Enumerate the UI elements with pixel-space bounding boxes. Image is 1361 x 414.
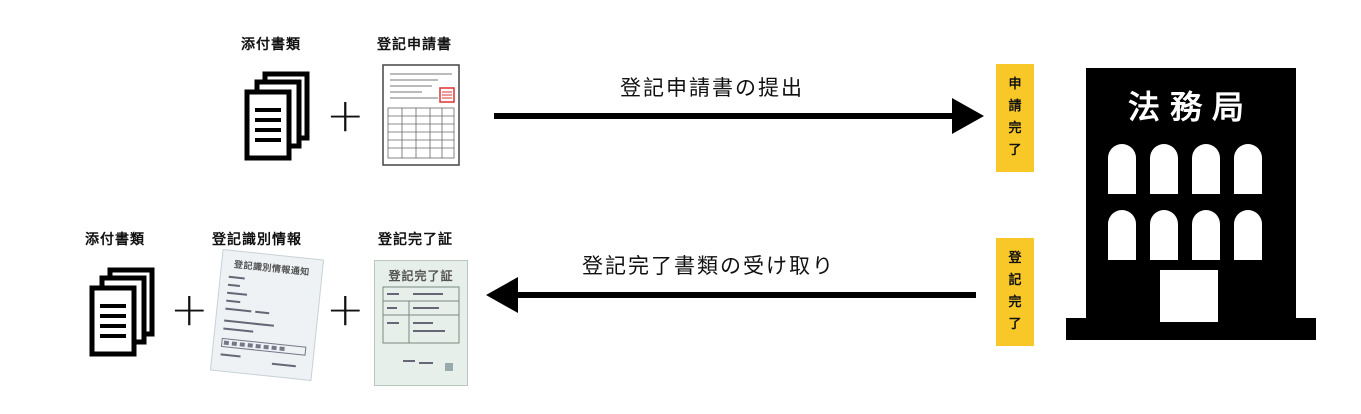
plus-sign-top: + (326, 88, 365, 142)
label-identification-info: 登記識別情報 (212, 232, 302, 248)
document-stack-icon (89, 267, 155, 357)
arrow-right-icon (494, 98, 984, 134)
badge-char: 登 (1008, 251, 1022, 266)
badge-char: 了 (1008, 143, 1022, 158)
building-windows-icon (1108, 144, 1262, 322)
label-completion-certificate: 登記完了証 (378, 232, 453, 248)
plus-sign-bottom-2: + (326, 282, 365, 336)
legal-affairs-bureau-building: 法務局 (1066, 68, 1316, 340)
plus-sign-bottom-1: + (170, 282, 209, 336)
badge-char: 申 (1008, 77, 1022, 92)
completion-certificate-title: 登記完了証 (388, 269, 454, 283)
badge-char: 了 (1008, 317, 1022, 332)
building-base (1066, 318, 1316, 340)
arrow-label-submission: 登記申請書の提出 (620, 76, 804, 100)
badge-char: 完 (1008, 295, 1022, 310)
bureau-title: 法務局 (1127, 88, 1254, 126)
badge-application-complete: 申 請 完 了 (996, 64, 1034, 172)
arrow-left-icon (486, 277, 976, 313)
application-form-icon (382, 64, 460, 166)
label-attachments-top: 添付書類 (241, 37, 301, 53)
identification-notice-icon: 登記識別情報通知 (209, 249, 325, 381)
badge-registration-complete: 登 記 完 了 (996, 238, 1034, 346)
completion-certificate-icon: 登記完了証 (374, 260, 468, 386)
label-application-form: 登記申請書 (377, 37, 452, 53)
badge-char: 完 (1008, 121, 1022, 136)
document-stack-icon (244, 71, 310, 161)
label-attachments-bottom: 添付書類 (85, 232, 145, 248)
badge-char: 請 (1008, 99, 1022, 114)
badge-char: 記 (1008, 273, 1022, 288)
arrow-label-receipt: 登記完了書類の受け取り (582, 254, 835, 278)
